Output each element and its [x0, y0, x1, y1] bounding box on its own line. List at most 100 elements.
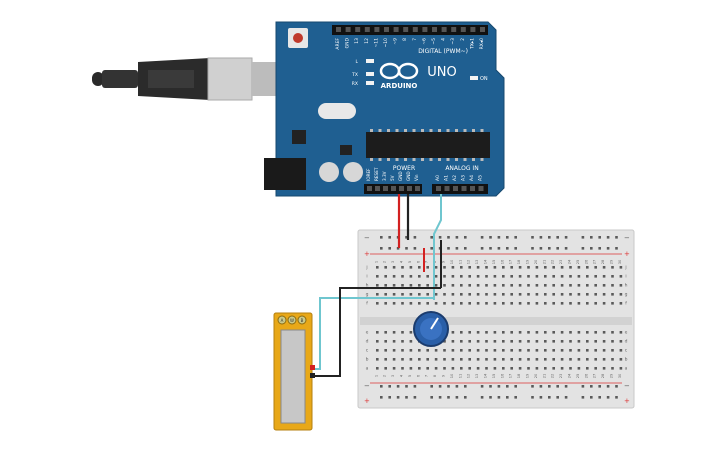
breadboard-hole[interactable] — [443, 358, 446, 361]
breadboard-hole[interactable] — [426, 293, 429, 296]
breadboard-hole[interactable] — [535, 367, 539, 370]
header-pin-hole[interactable] — [403, 27, 409, 32]
breadboard-hole[interactable] — [455, 385, 459, 388]
breadboard-hole[interactable] — [569, 293, 572, 296]
breadboard-hole[interactable] — [518, 275, 522, 278]
header-pin-hole[interactable] — [399, 186, 404, 191]
breadboard-hole[interactable] — [552, 266, 555, 269]
breadboard-hole[interactable] — [518, 293, 522, 296]
breadboard-hole[interactable] — [527, 367, 530, 370]
breadboard-hole[interactable] — [594, 275, 597, 278]
header-pin-hole[interactable] — [470, 27, 476, 32]
breadboard-hole[interactable] — [619, 331, 623, 334]
breadboard-hole[interactable] — [376, 358, 379, 361]
breadboard-hole[interactable] — [460, 302, 463, 305]
breadboard-hole[interactable] — [409, 358, 413, 361]
breadboard-hole[interactable] — [602, 302, 606, 305]
breadboard-hole[interactable] — [476, 275, 480, 278]
breadboard-hole[interactable] — [460, 367, 463, 370]
breadboard-hole[interactable] — [451, 293, 455, 296]
breadboard-hole[interactable] — [552, 302, 555, 305]
breadboard-hole[interactable] — [586, 275, 589, 278]
breadboard-hole[interactable] — [615, 247, 618, 250]
breadboard-hole[interactable] — [376, 293, 379, 296]
breadboard-hole[interactable] — [451, 284, 455, 287]
breadboard-hole[interactable] — [602, 331, 606, 334]
breadboard-hole[interactable] — [426, 275, 429, 278]
breadboard-hole[interactable] — [480, 247, 484, 250]
breadboard-hole[interactable] — [418, 349, 421, 352]
breadboard-hole[interactable] — [544, 349, 547, 352]
breadboard-hole[interactable] — [569, 331, 572, 334]
breadboard-hole[interactable] — [376, 349, 379, 352]
breadboard-hole[interactable] — [535, 358, 539, 361]
breadboard-hole[interactable] — [401, 302, 404, 305]
breadboard-hole[interactable] — [615, 396, 618, 399]
breadboard-hole[interactable] — [380, 396, 383, 399]
breadboard-hole[interactable] — [577, 302, 581, 305]
breadboard-hole[interactable] — [590, 385, 593, 388]
breadboard-hole[interactable] — [418, 358, 421, 361]
wire-gnd-slider[interactable] — [312, 287, 441, 377]
breadboard-hole[interactable] — [560, 302, 564, 305]
breadboard-hole[interactable] — [405, 247, 408, 250]
breadboard-hole[interactable] — [586, 367, 589, 370]
breadboard-hole[interactable] — [418, 275, 421, 278]
breadboard-hole[interactable] — [506, 396, 509, 399]
breadboard-hole[interactable] — [464, 385, 467, 388]
breadboard-hole[interactable] — [602, 284, 606, 287]
breadboard-hole[interactable] — [518, 266, 522, 269]
breadboard-hole[interactable] — [493, 367, 497, 370]
breadboard-hole[interactable] — [468, 293, 471, 296]
breadboard-hole[interactable] — [602, 266, 606, 269]
header-pin-hole[interactable] — [412, 27, 418, 32]
breadboard-hole[interactable] — [502, 340, 505, 343]
breadboard-hole[interactable] — [468, 284, 471, 287]
breadboard-hole[interactable] — [409, 302, 413, 305]
header-pin-hole[interactable] — [478, 186, 484, 191]
breadboard-hole[interactable] — [611, 293, 614, 296]
breadboard-hole[interactable] — [384, 284, 387, 287]
breadboard-hole[interactable] — [401, 275, 404, 278]
breadboard-hole[interactable] — [552, 367, 555, 370]
breadboard-hole[interactable] — [376, 275, 379, 278]
breadboard-hole[interactable] — [434, 275, 438, 278]
breadboard-hole[interactable] — [460, 266, 463, 269]
breadboard-hole[interactable] — [602, 340, 606, 343]
breadboard-hole[interactable] — [447, 396, 450, 399]
breadboard-hole[interactable] — [514, 247, 517, 250]
breadboard-hole[interactable] — [380, 385, 383, 388]
header-pin-hole[interactable] — [407, 186, 412, 191]
breadboard-hole[interactable] — [388, 247, 391, 250]
breadboard-hole[interactable] — [497, 396, 501, 399]
breadboard-hole[interactable] — [443, 266, 446, 269]
breadboard-hole[interactable] — [502, 349, 505, 352]
breadboard-hole[interactable] — [401, 266, 404, 269]
breadboard-hole[interactable] — [489, 396, 492, 399]
breadboard-hole[interactable] — [480, 236, 484, 239]
breadboard-hole[interactable] — [527, 266, 530, 269]
breadboard-hole[interactable] — [598, 247, 601, 250]
breadboard-hole[interactable] — [409, 266, 413, 269]
breadboard-hole[interactable] — [380, 247, 383, 250]
breadboard-hole[interactable] — [489, 247, 492, 250]
breadboard-hole[interactable] — [577, 340, 581, 343]
header-pin-hole[interactable] — [441, 27, 447, 32]
header-pin-hole[interactable] — [480, 27, 485, 32]
breadboard-hole[interactable] — [577, 331, 581, 334]
wire-signal-slider[interactable] — [312, 297, 434, 370]
breadboard-hole[interactable] — [544, 302, 547, 305]
breadboard-hole[interactable] — [619, 302, 623, 305]
breadboard-hole[interactable] — [560, 367, 564, 370]
breadboard-hole[interactable] — [376, 284, 379, 287]
header-pin-hole[interactable] — [355, 27, 361, 32]
breadboard-hole[interactable] — [489, 385, 492, 388]
breadboard-hole[interactable] — [418, 266, 421, 269]
breadboard-hole[interactable] — [560, 284, 564, 287]
breadboard-hole[interactable] — [443, 367, 446, 370]
breadboard-hole[interactable] — [560, 293, 564, 296]
breadboard-hole[interactable] — [594, 284, 597, 287]
breadboard-hole[interactable] — [531, 396, 534, 399]
breadboard-hole[interactable] — [438, 385, 442, 388]
breadboard-hole[interactable] — [594, 266, 597, 269]
